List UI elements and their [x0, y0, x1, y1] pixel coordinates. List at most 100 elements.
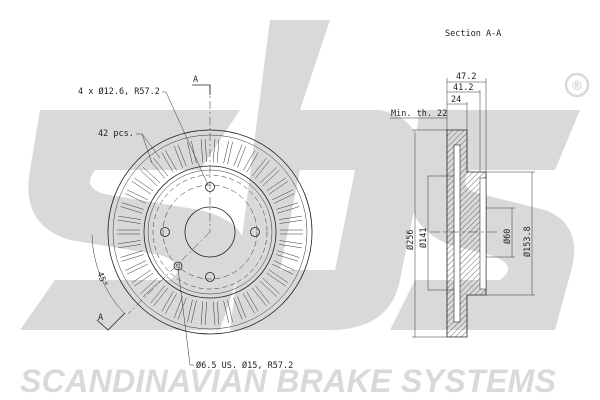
vane-line: [255, 160, 270, 179]
vane-line: [134, 177, 154, 192]
dim-256: Ø256: [405, 230, 416, 250]
small-hole-callout: Ø6.5 US. Ø15, R57.2: [196, 360, 293, 371]
vane-line: [266, 177, 286, 192]
vane-line: [246, 291, 259, 312]
vane-line: [272, 189, 294, 201]
vane-line: [259, 167, 277, 184]
vane-line: [237, 296, 247, 318]
vane-line: [173, 296, 183, 318]
vanes-callout: 42 pcs.: [98, 129, 134, 139]
vane-line: [191, 300, 197, 324]
vane-line: [273, 260, 295, 271]
dim-41-2: 41.2: [453, 83, 473, 93]
dim-141: Ø141: [418, 228, 429, 248]
vane-line: [134, 272, 154, 287]
brand-footer: SCANDINAVIAN BRAKE SYSTEMS: [20, 363, 557, 399]
vane-line: [143, 167, 161, 184]
vane-line: [177, 144, 187, 167]
vane-line: [118, 215, 142, 220]
vane-line: [165, 150, 177, 171]
dim-47-2: 47.2: [456, 72, 476, 82]
vane-line: [153, 287, 169, 307]
vane-line: [150, 285, 165, 304]
vane-line: [117, 219, 141, 224]
vane-line: [223, 300, 229, 324]
vane-line: [272, 263, 294, 275]
vane-line: [150, 160, 165, 179]
bolt-hole: [205, 272, 215, 282]
vane-line: [161, 152, 174, 173]
section-marker-top: A: [193, 75, 198, 85]
vane-line: [204, 139, 208, 163]
vane-line: [131, 181, 152, 195]
bolt-hole: [250, 227, 260, 237]
vane-line: [187, 299, 193, 323]
vane-line: [227, 141, 233, 165]
vane-line: [251, 287, 267, 307]
disc-front-view: A A 45° 4 x Ø12.6, R57.2 42 pcs. Ø6.5 US…: [78, 75, 313, 371]
vane-line: [165, 293, 177, 314]
vane-line: [126, 263, 148, 275]
bolt-hole: [160, 227, 170, 237]
vane-line: [279, 219, 303, 224]
cooling-vanes: [117, 139, 303, 325]
vane-line: [216, 139, 220, 163]
vane-line: [177, 297, 187, 320]
vane-line: [223, 140, 229, 164]
vane-line: [173, 146, 183, 168]
min-thickness: Min. th. 22: [391, 109, 447, 119]
vane-line: [227, 299, 233, 323]
vane-line: [216, 301, 220, 325]
vane-line: [117, 240, 141, 245]
vane-line: [143, 280, 161, 297]
vane-line: [191, 140, 197, 164]
vane-line: [278, 244, 302, 249]
vane-line: [121, 254, 144, 262]
vane-line: [243, 150, 255, 171]
vane-line: [276, 254, 299, 262]
vane-line: [255, 285, 270, 304]
vane-line: [278, 215, 302, 220]
vane-line: [266, 272, 286, 287]
vane-line: [126, 189, 148, 201]
vane-line: [212, 139, 216, 163]
dim-60: Ø60: [502, 229, 513, 244]
section-title: Section A-A: [445, 29, 501, 39]
vane-line: [153, 157, 169, 177]
vane-line: [200, 301, 204, 325]
vane-line: [118, 244, 142, 249]
vane-line: [262, 170, 280, 187]
vane-line: [268, 181, 289, 195]
vane-line: [259, 280, 277, 297]
bolt-holes-callout: 4 x Ø12.6, R57.2: [78, 86, 160, 97]
vane-line: [277, 250, 300, 258]
dim-24: 24: [451, 95, 461, 105]
vane-line: [268, 269, 289, 283]
vane-line: [277, 206, 300, 214]
vane-line: [276, 202, 299, 210]
vane-line: [273, 193, 295, 204]
vane-line: [233, 144, 243, 167]
registered-mark: ®: [571, 79, 584, 94]
vane-line: [262, 277, 280, 294]
vane-line: [243, 293, 255, 314]
vane-line: [187, 141, 193, 165]
vane-line: [246, 152, 259, 173]
vane-line: [212, 301, 216, 325]
dim-153-8: Ø153.8: [522, 226, 533, 257]
section-view: Section A-A 47.2 41.2 24 Min. th. 22 Ø25…: [390, 29, 535, 338]
vane-line: [140, 277, 158, 294]
vane-line: [120, 206, 143, 214]
vane-line: [121, 202, 144, 210]
vane-line: [200, 139, 204, 163]
section-marker-bottom: A: [98, 313, 103, 323]
vane-line: [204, 301, 208, 325]
vane-line: [161, 291, 174, 312]
vane-line: [120, 250, 143, 258]
angle-label: 45°: [94, 270, 109, 288]
vane-line: [233, 297, 243, 320]
vane-line: [125, 260, 147, 271]
vane-line: [131, 269, 152, 283]
vane-line: [140, 170, 158, 187]
